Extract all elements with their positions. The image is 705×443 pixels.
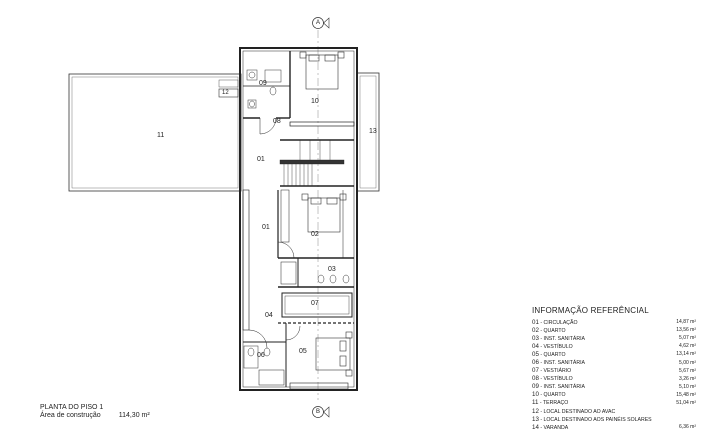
reference-legend: INFORMAÇÃO REFERÊNCIAL 01 - CIRCULAÇÃO 14… [532,306,696,431]
room-label-09: 09 [259,80,267,87]
section-marker-b [312,406,330,418]
area-label: Área de construção [40,412,101,420]
legend-item: 01 - CIRCULAÇÃO 14,87 m² [532,318,696,326]
legend-item: 14 - VARANDA 6,36 m² [532,423,696,431]
room-label-03: 03 [328,266,336,273]
legend-item-area: 5,10 m² [679,383,696,390]
legend-item-label: 07 - VESTIÁRIO [532,367,572,375]
building-walls [239,47,358,391]
legend-item: 04 - VESTÍBULO 4,62 m² [532,342,696,350]
legend-item: 13 - LOCAL DESTINADO AOS PAINÉIS SOLARES [532,415,696,423]
bed-room-10 [299,51,345,90]
bed-room-05 [315,331,353,377]
legend-item-label: 05 - QUARTO [532,350,566,358]
legend-item-area: 13,14 m² [676,351,696,358]
legend-item-label: 09 - INST. SANITÁRIA [532,383,586,391]
legend-item: 12 - LOCAL DESTINADO AO AVAC [532,407,696,415]
legend-item-area: 51,04 m² [676,399,696,406]
legend-rows: 01 - CIRCULAÇÃO 14,87 m² 02 - QUARTO 13,56 … [532,318,696,431]
legend-item: 05 - QUARTO 13,14 m² [532,350,696,358]
legend-item-area: 5,67 m² [679,367,696,374]
legend-item-label: 14 - VARANDA [532,423,569,431]
legend-item-label: 12 - LOCAL DESTINADO AO AVAC [532,407,616,415]
legend-item: 07 - VESTIÁRIO 5,67 m² [532,367,696,375]
room-label-02: 02 [311,231,319,238]
hvac-area [218,88,239,98]
legend-item-label: 03 - INST. SANITÁRIA [532,334,586,342]
legend-item-area: 15,48 m² [676,391,696,398]
legend-item-area: 5,00 m² [679,359,696,366]
legend-item-label: 01 - CIRCULAÇÃO [532,318,578,326]
bed-room-02 [301,193,347,233]
legend-item: 10 - QUARTO 15,48 m² [532,391,696,399]
room-label-04: 04 [265,312,273,319]
legend-title: INFORMAÇÃO REFERÊNCIAL [532,306,649,315]
terrace-area [68,73,242,192]
legend-item: 02 - QUARTO 13,56 m² [532,326,696,334]
room-label-06: 06 [257,352,265,359]
legend-item: 11 - TERRAÇO 51,04 m² [532,399,696,407]
plan-title-block: PLANTA DO PISO 1 Área de construção 114,… [40,404,150,420]
legend-item: 03 - INST. SANITÁRIA 5,07 m² [532,334,696,342]
legend-item-area: 6,36 m² [679,424,696,431]
section-marker-a-label: A [316,20,321,26]
plan-title: PLANTA DO PISO 1 [40,404,104,411]
legend-item-label: 11 - TERRAÇO [532,399,569,407]
sanitary-fixtures [243,69,350,369]
room-label-01-upper: 01 [257,156,265,163]
legend-item-area: 14,87 m² [676,319,696,326]
legend-item-area: 3,26 m² [679,375,696,382]
legend-item: 06 - INST. SANITÁRIA 5,00 m² [532,358,696,366]
legend-item-area: 4,62 m² [679,343,696,350]
section-marker-b-label: B [316,409,321,415]
legend-item: 09 - INST. SANITÁRIA 5,10 m² [532,383,696,391]
legend-item-area: 13,56 m² [676,327,696,334]
room-label-01-lower: 01 [262,224,270,231]
room-label-13: 13 [369,128,377,135]
legend-item-label: 02 - QUARTO [532,326,566,334]
legend-item-area: 5,07 m² [679,335,696,342]
legend-item: 08 - VESTÍBULO 3,26 m² [532,375,696,383]
room-label-12: 12 [222,90,229,96]
legend-item-label: 08 - VESTÍBULO [532,375,573,383]
room-label-10: 10 [311,98,319,105]
room-label-11: 11 [157,132,165,139]
room-label-05: 05 [299,348,307,355]
room-label-07: 07 [311,300,319,307]
legend-item-label: 13 - LOCAL DESTINADO AOS PAINÉIS SOLARES [532,415,652,423]
legend-item-label: 04 - VESTÍBULO [532,342,573,350]
area-value: 114,30 m² [118,412,150,420]
section-marker-a [312,17,330,29]
legend-item-label: 06 - INST. SANITÁRIA [532,359,586,367]
room-label-08: 08 [273,118,281,125]
legend-item-label: 10 - QUARTO [532,391,566,399]
